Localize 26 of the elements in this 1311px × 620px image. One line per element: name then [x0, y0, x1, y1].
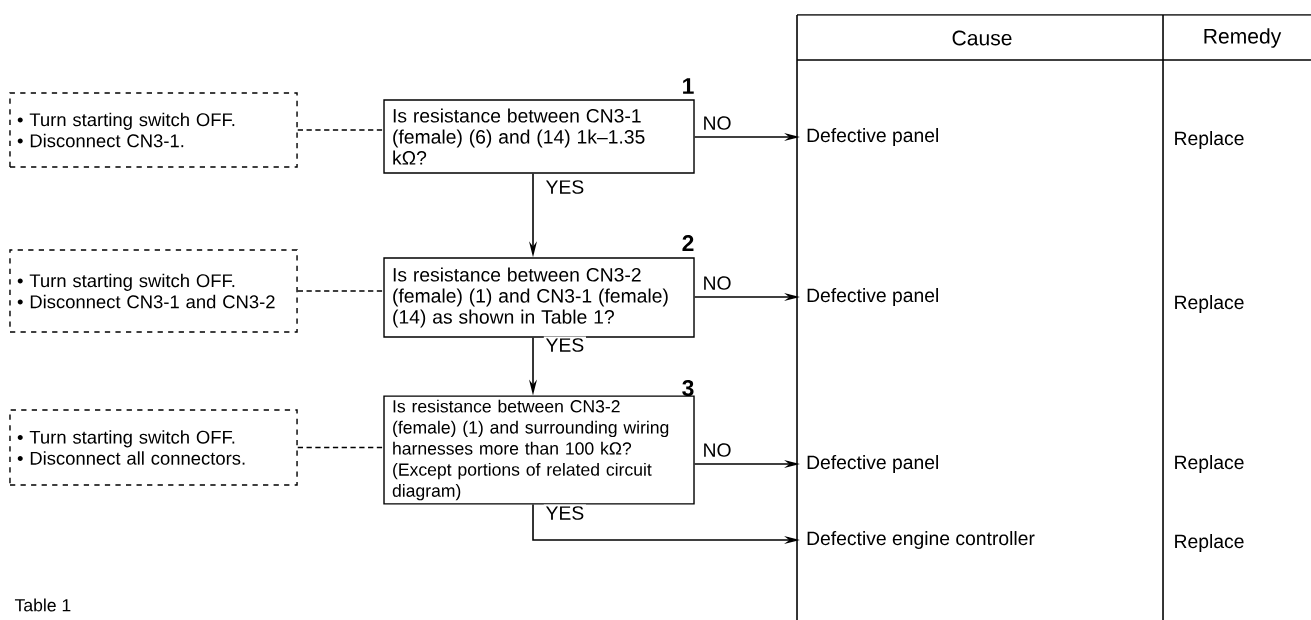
edge-label: YES [543, 178, 586, 196]
column-header: Cause [952, 30, 1012, 46]
edge-label: NO [700, 441, 734, 459]
edge-label: NO [700, 114, 734, 132]
column-header: Remedy [1204, 28, 1282, 48]
remedy-text: Replace [1175, 534, 1244, 552]
step-number: 3 [682, 379, 694, 397]
edge-label: NO [700, 274, 734, 292]
edge-label: YES [543, 336, 586, 354]
step-number: 2 [682, 235, 694, 251]
decision-box: Is resistance between CN3-2 (female) (1) and CN3-1 (female) (14) as shown in Table 1? [383, 257, 695, 338]
note-box: • Turn starting switch OFF. • Disconnect CN3-1. [9, 92, 298, 168]
note-box: • Turn starting switch OFF. • Disconnect all connectors. [9, 409, 298, 486]
step-number: 1 [683, 78, 694, 94]
note-box: • Turn starting switch OFF. • Disconnect CN3-1 and CN3-2 [9, 249, 298, 333]
cause-text: Defective panel [807, 128, 938, 146]
remedy-text: Replace [1175, 131, 1244, 149]
cause-text: Defective panel [807, 288, 938, 306]
decision-box: Is resistance between CN3-1 (female) (6) and (14) 1k–1.35 kΩ? [383, 99, 695, 174]
remedy-text: Replace [1175, 455, 1244, 473]
cause-text: Defective panel [807, 455, 938, 473]
table-caption: Table 1 [14, 598, 71, 612]
cause-text: Defective engine controller [807, 531, 1035, 549]
decision-box: Is resistance between CN3-2 (female) (1) and surrounding wiring harnesses more than 100 kΩ? (Except portions of related circuit diagram) [383, 395, 695, 505]
edge-label: YES [543, 504, 586, 522]
remedy-text: Replace [1175, 295, 1244, 313]
